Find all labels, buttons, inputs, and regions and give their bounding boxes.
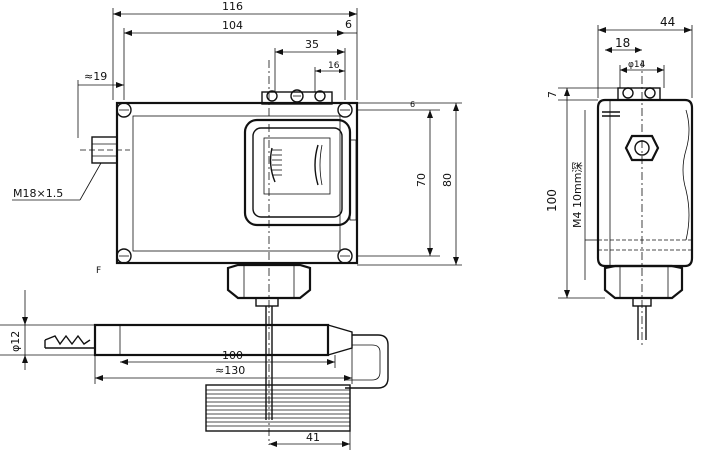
thread-spec-label: M18×1.5 (13, 187, 63, 200)
mounting-screw-bl (116, 248, 132, 264)
probe-tip (44, 334, 91, 346)
dim-overall-depth: 44 (660, 15, 675, 29)
dim-side-top-margin: 7 (546, 91, 559, 98)
scale-window (252, 127, 343, 218)
scale-face (263, 137, 331, 195)
mounting-screw-tl (116, 102, 132, 118)
dim-hole-height: 70 (415, 173, 428, 187)
dim-total-length: ≈130 (215, 364, 245, 377)
dim-edge-offset: 6 (345, 18, 352, 31)
scale-ticks (269, 144, 323, 186)
side-housing (596, 98, 694, 268)
front-view: F (80, 60, 359, 445)
side-bottom-nut (603, 264, 684, 300)
dim-screw-width: 16 (328, 61, 340, 71)
dim-overall-height: 80 (441, 173, 454, 187)
mounting-screw-tr (337, 102, 353, 118)
sensing-bulb (93, 323, 330, 357)
dim-hole-spacing: 104 (222, 19, 243, 32)
dim-top-margin: 6 (410, 100, 415, 109)
capillary-loop (345, 334, 389, 389)
side-view (596, 60, 694, 345)
mounting-screw-br (337, 248, 353, 264)
bulb-view (44, 323, 389, 432)
dim-port-offset: ≈19 (84, 70, 107, 83)
dim-diameter: φ14 (628, 60, 646, 70)
bulb-view-dimensions: φ12 100 ≈130 41 (0, 290, 353, 450)
corner-mark: F (96, 266, 101, 276)
scale-window-frame (243, 118, 352, 227)
coil-hatching (206, 389, 350, 427)
side-view-dimensions: 44 18 φ14 7 100 M4 10mm深 (545, 15, 693, 299)
side-flange (349, 139, 357, 221)
capillary-coil (205, 384, 351, 432)
dim-bulb-length: 100 (222, 349, 243, 362)
side-terminal-screws (617, 87, 661, 101)
side-hex-nut (624, 134, 660, 162)
dim-bulb-diameter: φ12 (9, 331, 22, 352)
housing-outline (115, 101, 359, 265)
dim-mount-screw: M4 10mm深 (571, 162, 584, 228)
dim-overall-width: 116 (222, 0, 243, 13)
bottom-nut (226, 263, 312, 307)
front-view-dimensions: 116 104 6 35 16 ≈19 M18×1.5 (12, 0, 462, 266)
terminal-screws (261, 89, 333, 105)
dim-side-overall-height: 100 (545, 189, 559, 212)
dim-window-offset: 35 (305, 38, 319, 51)
dim-screw-span: 18 (615, 36, 630, 50)
housing-inner-outline (132, 115, 341, 252)
dim-coil-width: 41 (306, 431, 320, 444)
pressure-port-fitting (80, 136, 130, 164)
